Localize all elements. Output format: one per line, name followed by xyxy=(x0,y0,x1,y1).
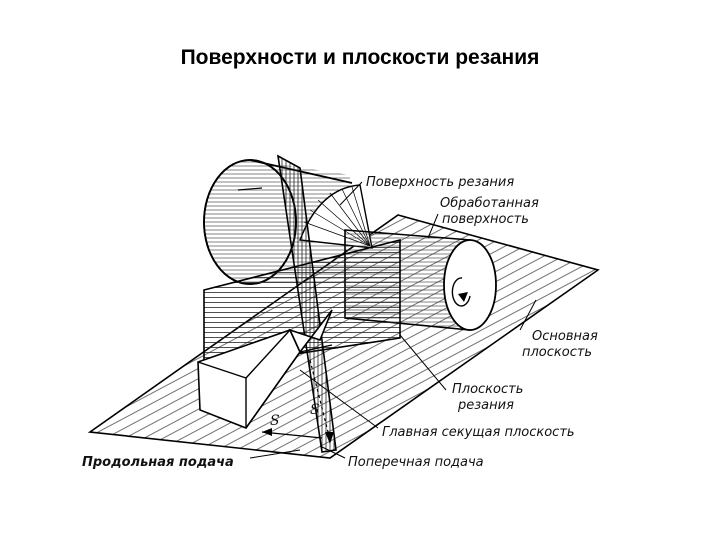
main-secant-plane xyxy=(276,154,337,453)
feed-arrows xyxy=(261,359,334,444)
label-longitudinal-feed: Продольная подача xyxy=(82,455,234,470)
label-cutting-plane-line2: резания xyxy=(457,398,514,413)
label-cross-feed: Поперечная подача xyxy=(348,455,484,470)
feed-symbol-longitudinal: S xyxy=(270,413,280,429)
label-machined-surface-line1: Обработанная xyxy=(440,196,539,211)
label-machined-surface-line2: поверхность xyxy=(442,212,529,227)
leader-lines xyxy=(249,181,537,459)
cutting-tool xyxy=(197,309,333,429)
label-main-secant-plane: Главная секущая плоскость xyxy=(382,425,575,440)
label-cutting-surface: Поверхность резания xyxy=(366,175,514,190)
label-base-plane-line1: Основная xyxy=(532,329,598,344)
label-cutting-plane-line1: Плоскость xyxy=(452,382,523,397)
diagram-title: Поверхности и плоскости резания xyxy=(180,46,540,69)
feed-symbol-cross: S xyxy=(310,402,320,418)
label-base-plane-line2: плоскость xyxy=(522,345,592,360)
